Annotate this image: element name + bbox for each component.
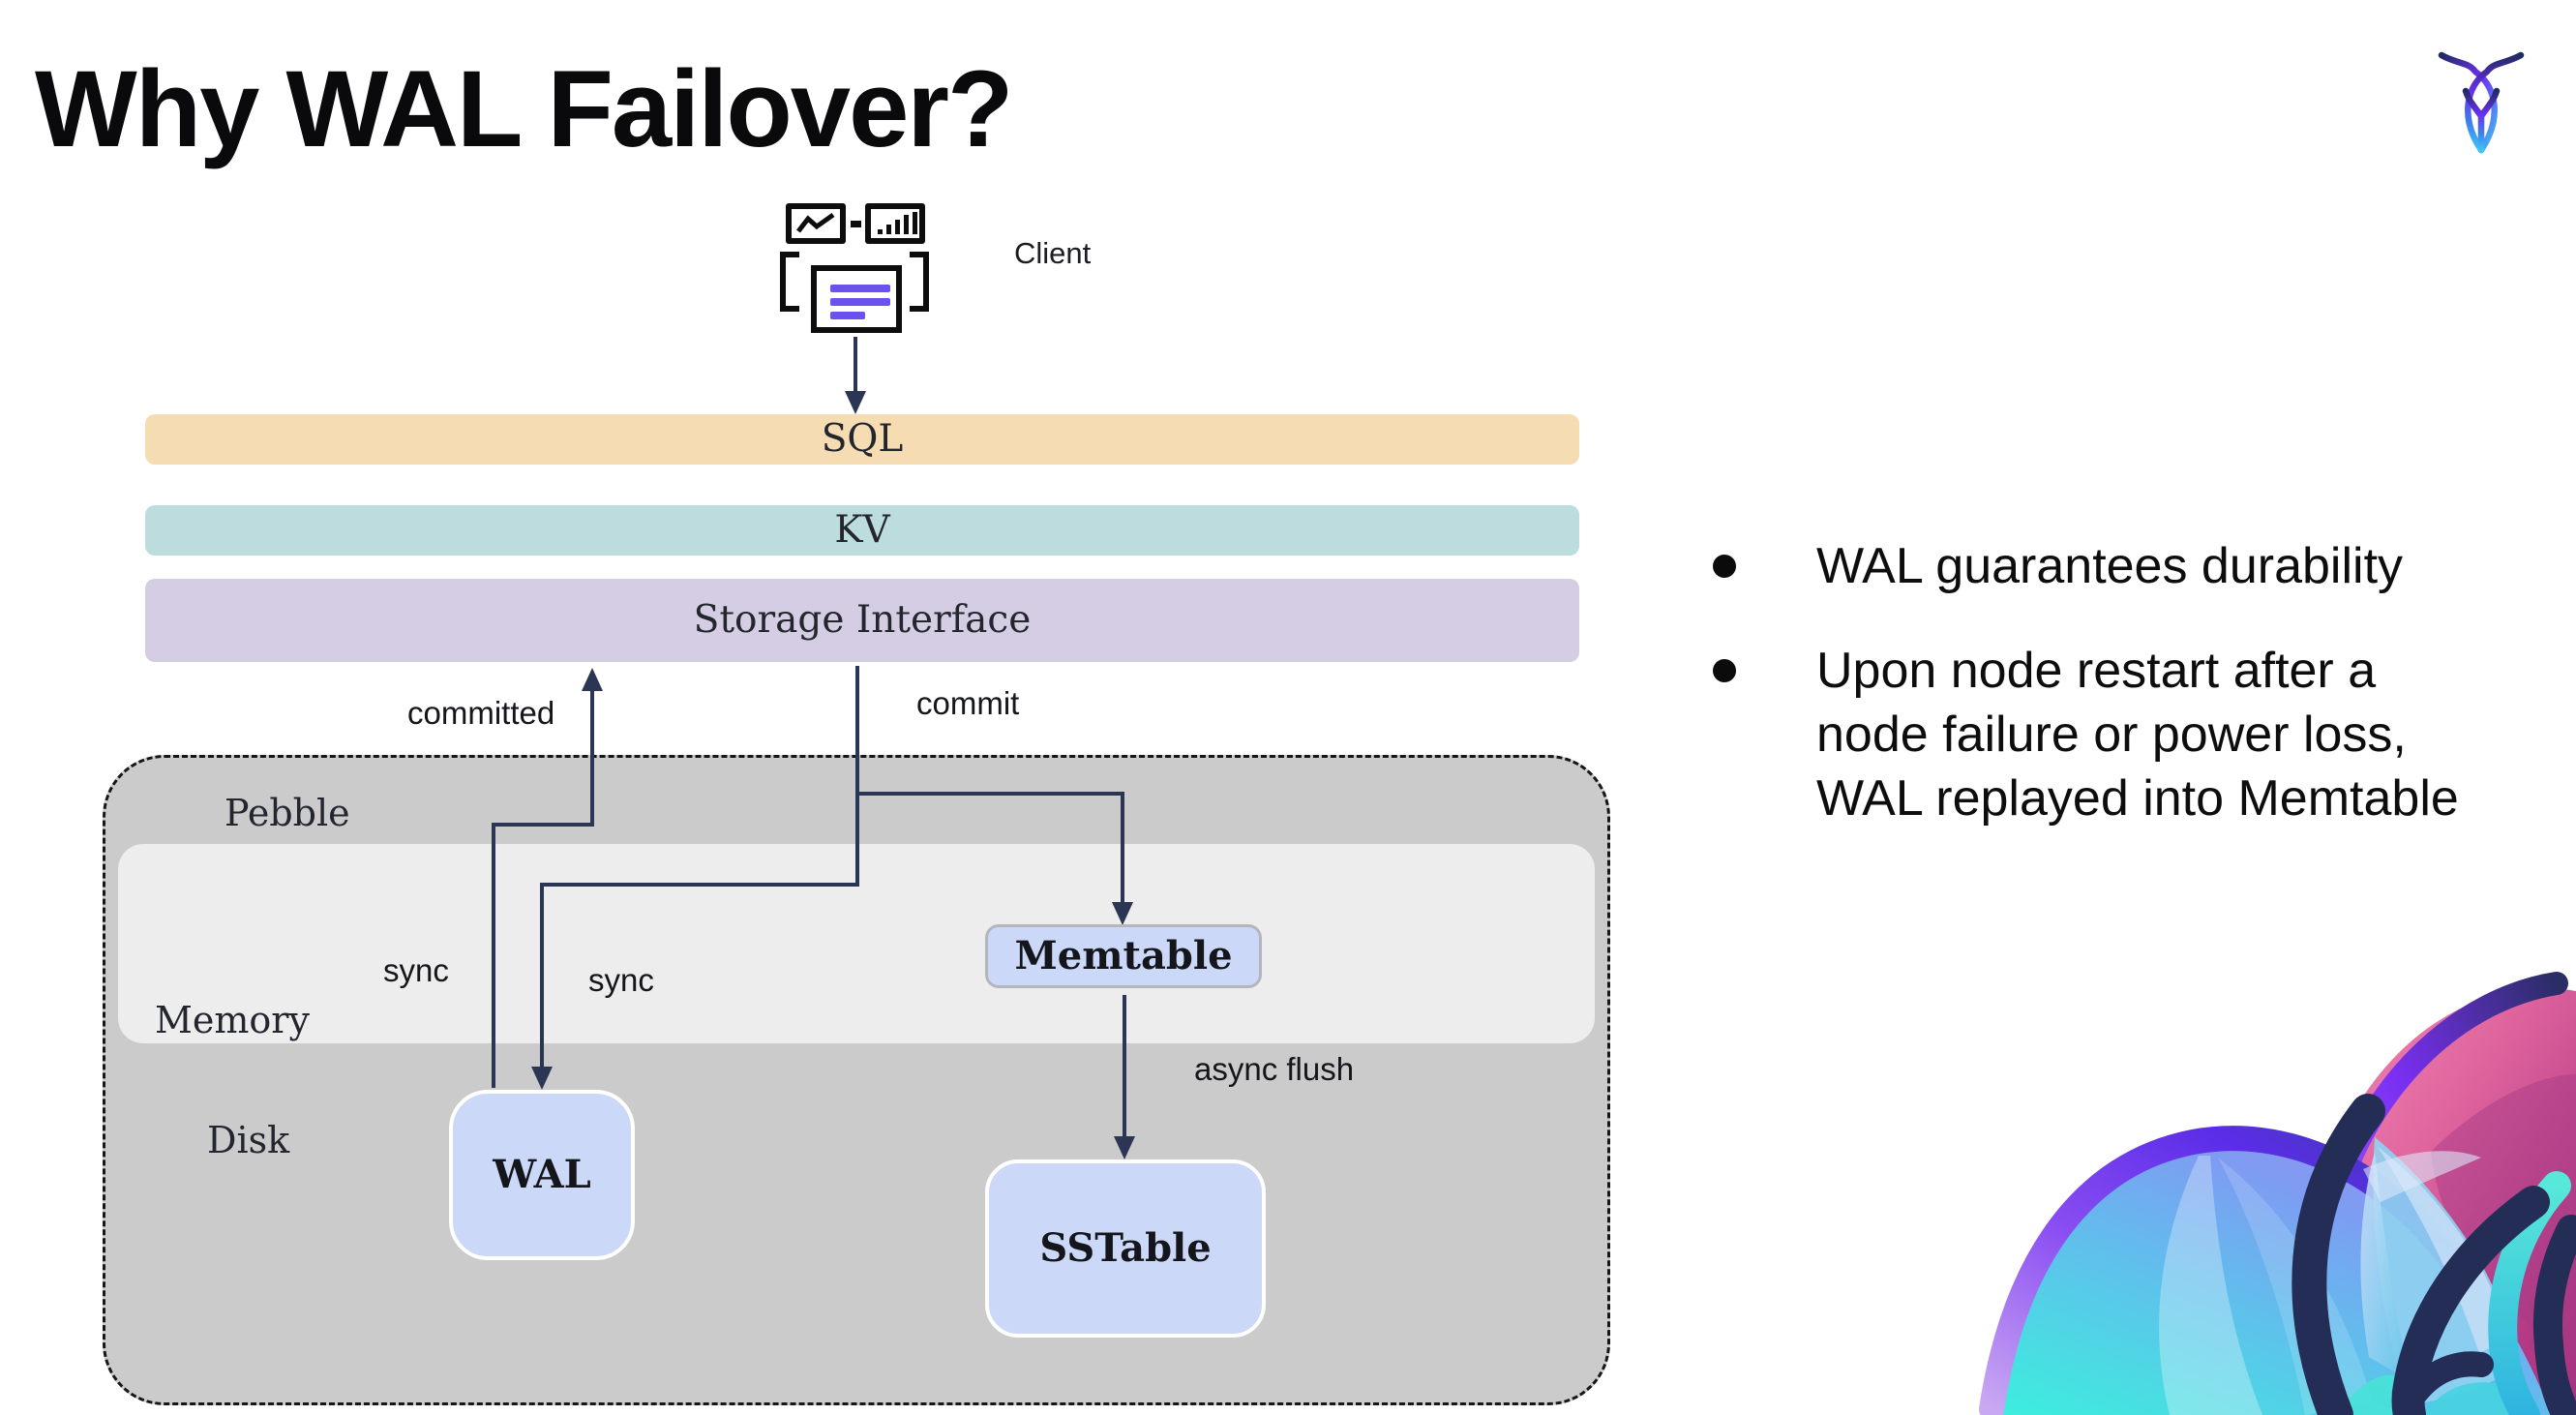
list-item: Upon node restart after a node failure o… [1713, 639, 2526, 830]
bullet-dot-icon [1713, 534, 1816, 598]
sstable-node: SSTable [985, 1159, 1266, 1338]
bracket-left-icon [780, 252, 799, 312]
disk-label: Disk [207, 1119, 290, 1161]
bullet-text: WAL guarantees durability [1816, 538, 2404, 594]
memtable-node: Memtable [985, 924, 1262, 988]
cockroach-artwork-decoration [1979, 972, 2576, 1415]
edge-label-async-flush: async flush [1194, 1051, 1355, 1087]
memory-label: Memory [155, 999, 310, 1041]
memory-band [118, 844, 1595, 1043]
edge-label-sync-right: sync [588, 962, 654, 998]
wal-node: WAL [449, 1090, 635, 1260]
edge-label-sync-left: sync [383, 952, 449, 988]
cockroachdb-logo-icon [2438, 51, 2525, 154]
bullet-list: WAL guarantees durability Upon node rest… [1713, 534, 2526, 871]
line-chart-icon [786, 203, 846, 244]
edge-label-committed: committed [407, 695, 555, 731]
edge-label-commit: commit [916, 685, 1020, 721]
bar-chart-icon [865, 203, 925, 244]
client-label: Client [1014, 236, 1092, 270]
page-title: Why WAL Failover? [35, 48, 1013, 169]
list-item: WAL guarantees durability [1713, 534, 2526, 598]
bullet-dot-icon [1713, 639, 1816, 830]
dash-icon [851, 221, 861, 227]
document-icon [811, 265, 902, 333]
layer-bar-sql: SQL [145, 414, 1579, 465]
bullet-text: Upon node restart after a node failure o… [1816, 643, 2459, 827]
pebble-label: Pebble [225, 792, 350, 834]
bracket-right-icon [910, 252, 929, 312]
layer-bar-storage: Storage Interface [145, 579, 1579, 662]
layer-bar-kv: KV [145, 505, 1579, 556]
